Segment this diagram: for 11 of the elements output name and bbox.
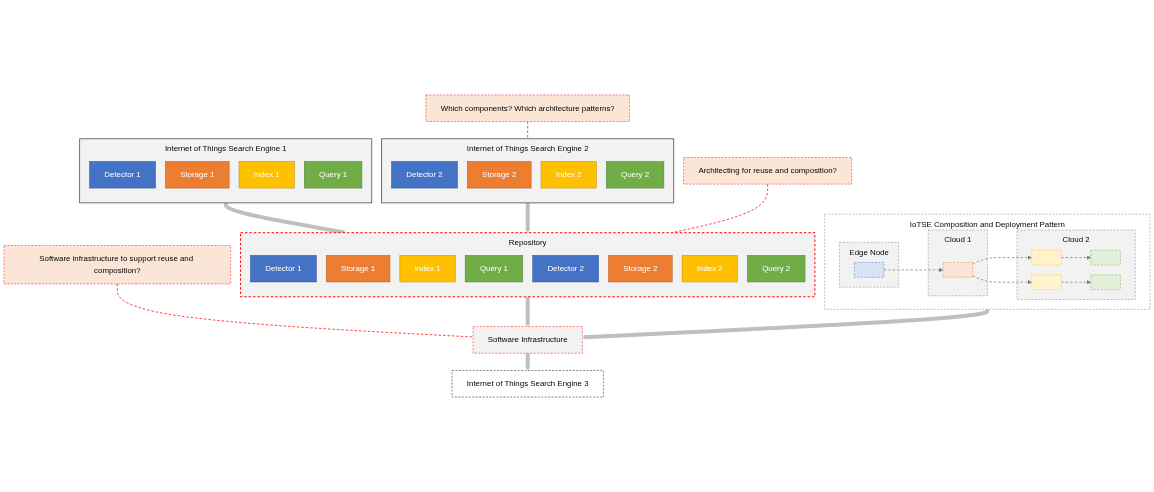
arrow — [525, 352, 530, 371]
node-box — [942, 262, 973, 278]
node-box — [1031, 274, 1062, 290]
arrow — [525, 202, 530, 233]
arrow — [525, 296, 530, 327]
arrow — [582, 308, 990, 340]
node-box — [854, 262, 885, 278]
node-box — [1090, 274, 1121, 290]
connector — [116, 283, 474, 338]
node-box — [1090, 249, 1121, 266]
node-box — [1031, 249, 1062, 266]
